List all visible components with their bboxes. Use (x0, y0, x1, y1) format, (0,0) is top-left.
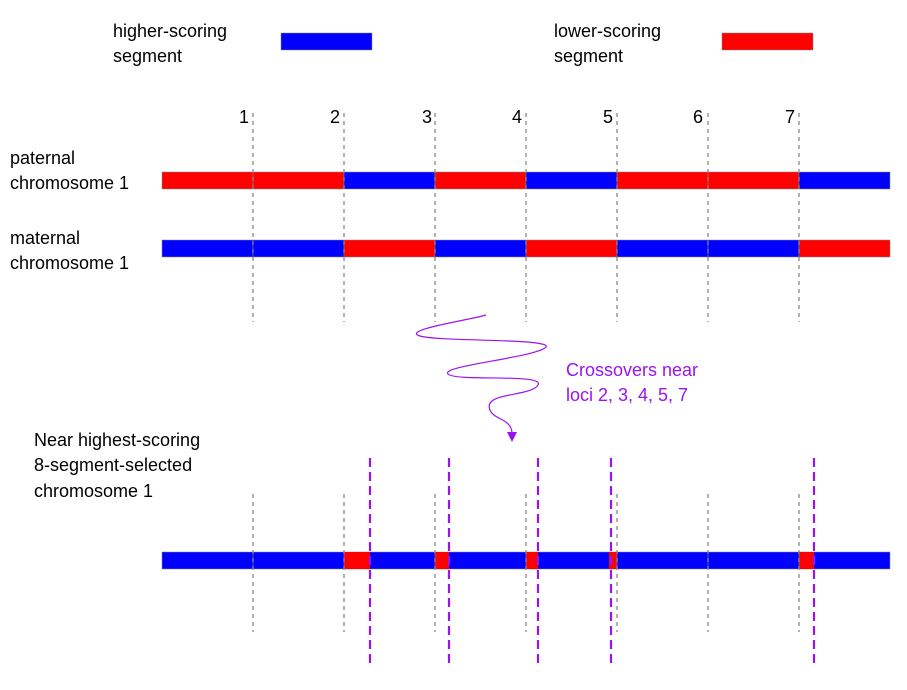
paternal-segment-1 (161, 171, 254, 190)
legend-higher-label-line2: segment (113, 46, 182, 66)
locus-label-5: 5 (603, 107, 613, 127)
crossover-note-line1: Crossovers near (566, 360, 698, 380)
paternal-segment-4 (434, 171, 527, 190)
locus-label-1: 1 (239, 107, 249, 127)
paternal-label-line1: paternal (10, 148, 75, 168)
arrow-head-icon (507, 432, 517, 442)
paternal-segment-8 (798, 171, 891, 190)
legend-higher-swatch (280, 32, 373, 51)
paternal-segment-7 (707, 171, 800, 190)
crossover-note-line2: loci 2, 3, 4, 5, 7 (566, 385, 688, 405)
maternal-label-line2: chromosome 1 (10, 253, 129, 273)
maternal-segment-8 (798, 239, 891, 258)
legend-lower-label-line2: segment (554, 46, 623, 66)
maternal-segment-1 (161, 239, 254, 258)
result-lower-segment-5 (799, 552, 814, 569)
legend-lower-swatch (721, 32, 814, 51)
result-label-line1: Near highest-scoring (34, 430, 200, 450)
locus-label-4: 4 (512, 107, 522, 127)
locus-label-6: 6 (693, 107, 703, 127)
crossover-squiggle-arrow (416, 314, 547, 433)
locus-label-2: 2 (330, 107, 340, 127)
paternal-label-line2: chromosome 1 (10, 173, 129, 193)
maternal-segment-6 (616, 239, 709, 258)
paternal-segment-6 (616, 171, 709, 190)
result-lower-segment-1 (344, 552, 370, 569)
locus-label-3: 3 (422, 107, 432, 127)
paternal-segment-2 (252, 171, 345, 190)
maternal-segment-7 (707, 239, 800, 258)
upper-locus-lines (252, 113, 800, 322)
lower-locus-lines (252, 494, 800, 632)
legend-higher-label-line1: higher-scoring (113, 21, 227, 41)
maternal-segment-3 (343, 239, 436, 258)
result-label-line2: 8-segment-selected (34, 455, 192, 475)
legend-lower-label-line1: lower-scoring (554, 21, 661, 41)
paternal-segment-3 (343, 171, 436, 190)
maternal-segment-4 (434, 239, 527, 258)
result-label-line3: chromosome 1 (34, 481, 153, 501)
paternal-segment-5 (525, 171, 618, 190)
maternal-segment-2 (252, 239, 345, 258)
result-lower-segment-2 (435, 552, 449, 569)
locus-label-7: 7 (785, 107, 795, 127)
maternal-chromosome-bar (161, 239, 891, 258)
crossover-lines (368, 458, 816, 668)
maternal-label-line1: maternal (10, 228, 80, 248)
maternal-segment-5 (525, 239, 618, 258)
result-lower-segment-4 (609, 552, 617, 569)
result-lower-segment-3 (526, 552, 538, 569)
